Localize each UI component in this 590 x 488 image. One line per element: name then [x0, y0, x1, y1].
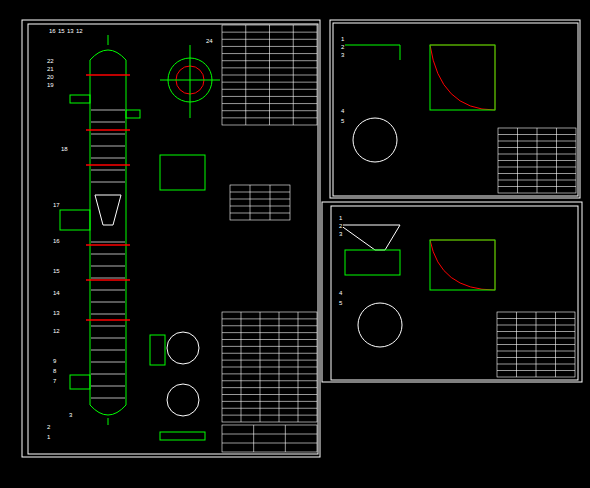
callout-number: 12: [75, 28, 84, 34]
sheet-frame: [22, 20, 320, 457]
callout-number: 21: [46, 66, 55, 72]
sheet-frame: [322, 202, 582, 382]
callout-number: 13: [52, 310, 61, 316]
callout-number: 5: [340, 118, 345, 124]
callout-number: 7: [52, 378, 57, 384]
callout-number: 9: [52, 358, 57, 364]
callout-number: 8: [52, 368, 57, 374]
callout-number: 19: [46, 82, 55, 88]
callout-number: 16: [52, 238, 61, 244]
callout-number: 1: [340, 36, 345, 42]
callout-number: 20: [46, 74, 55, 80]
callout-number: 17: [52, 202, 61, 208]
callout-number: 3: [340, 52, 345, 58]
callout-number: 12: [52, 328, 61, 334]
callout-number: 2: [46, 424, 51, 430]
callout-number: 3: [338, 231, 343, 237]
callout-number: 15: [57, 28, 66, 34]
column-vessel: [60, 35, 140, 425]
callout-number: 13: [66, 28, 75, 34]
callout-number: 1: [46, 434, 51, 440]
sheet-frame: [330, 20, 580, 198]
callout-number: 3: [68, 412, 73, 418]
callout-number: 15: [52, 268, 61, 274]
callout-number: 18: [60, 146, 69, 152]
callout-number: 14: [52, 290, 61, 296]
callout-number: 2: [340, 44, 345, 50]
callout-number: 4: [340, 108, 345, 114]
callout-number: 24: [205, 38, 214, 44]
callout-number: 1: [338, 215, 343, 221]
callout-number: 4: [338, 290, 343, 296]
callout-number: 16: [48, 28, 57, 34]
callout-number: 22: [46, 58, 55, 64]
callout-number: 2: [338, 223, 343, 229]
callout-number: 5: [338, 300, 343, 306]
